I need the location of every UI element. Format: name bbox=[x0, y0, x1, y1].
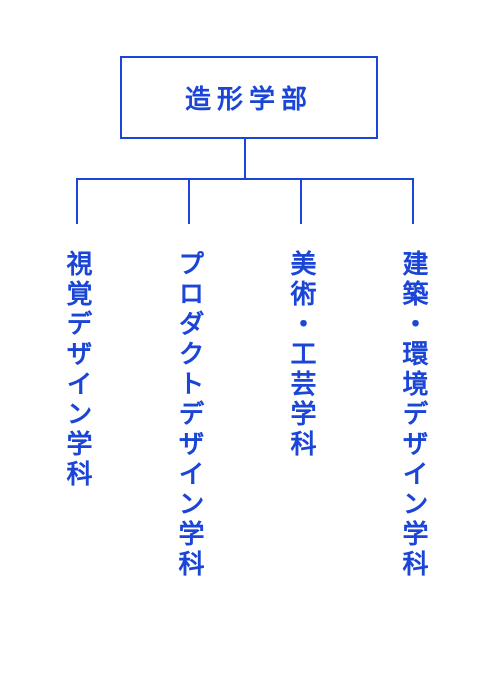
root-node-label: 造形学部 bbox=[184, 85, 313, 115]
child-node-label: 視覚デザイン学科 bbox=[62, 250, 92, 490]
child-node-3: 美術・工芸学科 bbox=[281, 250, 321, 460]
child-node-label: プロダクトデザイン学科 bbox=[174, 250, 204, 580]
branch-line-3 bbox=[300, 178, 302, 224]
child-node-4: 建築・環境デザイン学科 bbox=[393, 250, 433, 580]
root-stem-line bbox=[244, 139, 246, 180]
root-node: 造形学部 bbox=[120, 56, 378, 139]
child-node-1: 視覚デザイン学科 bbox=[57, 250, 97, 490]
child-node-label: 建築・環境デザイン学科 bbox=[398, 250, 428, 580]
child-node-2: プロダクトデザイン学科 bbox=[169, 250, 209, 580]
branch-line-2 bbox=[188, 178, 190, 224]
branch-line-1 bbox=[76, 178, 78, 224]
child-node-label: 美術・工芸学科 bbox=[286, 250, 316, 460]
branch-line-4 bbox=[412, 178, 414, 224]
horizontal-connector-line bbox=[76, 178, 414, 180]
